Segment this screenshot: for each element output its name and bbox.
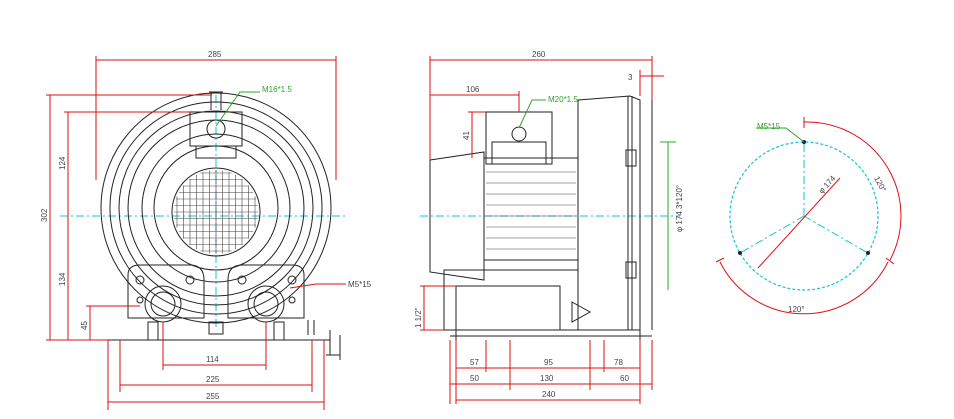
motor-endcap — [429, 151, 485, 281]
dim-b130: 130 — [540, 374, 554, 383]
housing-ring-2 — [109, 101, 323, 315]
dim-upper-height: 124 — [58, 156, 67, 170]
angle-top-label: 120° — [872, 175, 888, 194]
dim-base-inner: 225 — [206, 375, 220, 384]
dim-lower-height: 134 — [58, 272, 67, 286]
dim-b57: 57 — [470, 358, 479, 367]
flange-hole-note: M5*15 — [757, 122, 781, 131]
lower-port-housing — [443, 269, 579, 331]
dim-flange-spacing: 114 — [206, 355, 219, 364]
angle-bottom-label: 120° — [788, 305, 805, 314]
side-view: 260 106 3 41 1 1/2" φ 174 3*120° 57 95 7… — [414, 50, 684, 404]
outlet-neck — [195, 145, 237, 159]
dim-port-spec: 1 1/2" — [414, 307, 423, 328]
left-flange — [127, 264, 205, 323]
terminal-box — [485, 111, 553, 165]
housing-ring-3 — [118, 110, 314, 306]
dim-b50: 50 — [470, 374, 479, 383]
foot-hole-note: M5*15 — [348, 280, 372, 289]
outlet-thread-note: M16*1.5 — [262, 85, 292, 94]
outlet-port — [206, 119, 226, 139]
angle-arc-bottom — [719, 261, 889, 315]
front-view: 285 302 124 134 45 114 225 255 M16*1.5 M… — [40, 50, 372, 410]
terminal-port — [511, 126, 527, 142]
dim-overall-width: 285 — [208, 50, 222, 59]
flange-view: 120° 120° φ 174 M5*15 — [715, 117, 902, 315]
dim-b240: 240 — [542, 390, 556, 399]
dim-base-outer: 255 — [206, 392, 220, 401]
dim-box-height: 41 — [462, 131, 471, 140]
dim-overall-height: 302 — [40, 208, 49, 222]
dim-b78: 78 — [614, 358, 623, 367]
right-flange — [227, 264, 305, 323]
foot-hole-leader — [289, 283, 346, 289]
outlet-thread-leader — [215, 91, 260, 127]
motor-cover-outer — [141, 133, 291, 283]
dim-overall-length: 260 — [532, 50, 546, 59]
housing-outer-ring — [100, 92, 332, 324]
terminal-thread-leader — [518, 99, 546, 129]
dim-box-offset: 106 — [466, 85, 480, 94]
dim-base-height: 45 — [80, 321, 89, 330]
bolt-hole-right — [866, 251, 870, 255]
diameter-leader — [757, 177, 841, 269]
blower-housing — [577, 95, 641, 331]
bolt-circle — [729, 141, 879, 291]
dim-shaft-spec: φ 174 3*120° — [675, 185, 684, 232]
bolt-hole-left — [738, 251, 742, 255]
angle-arc-top — [803, 121, 902, 261]
motor-body — [483, 157, 579, 261]
dim-b60: 60 — [620, 374, 629, 383]
fan-grille — [171, 167, 261, 257]
flange-hole-leader — [756, 127, 805, 143]
terminal-thread-note: M20*1.5 — [548, 95, 578, 104]
motor-fins — [486, 171, 576, 250]
dim-flange-gap: 3 — [628, 73, 633, 82]
dim-b95: 95 — [544, 358, 553, 367]
